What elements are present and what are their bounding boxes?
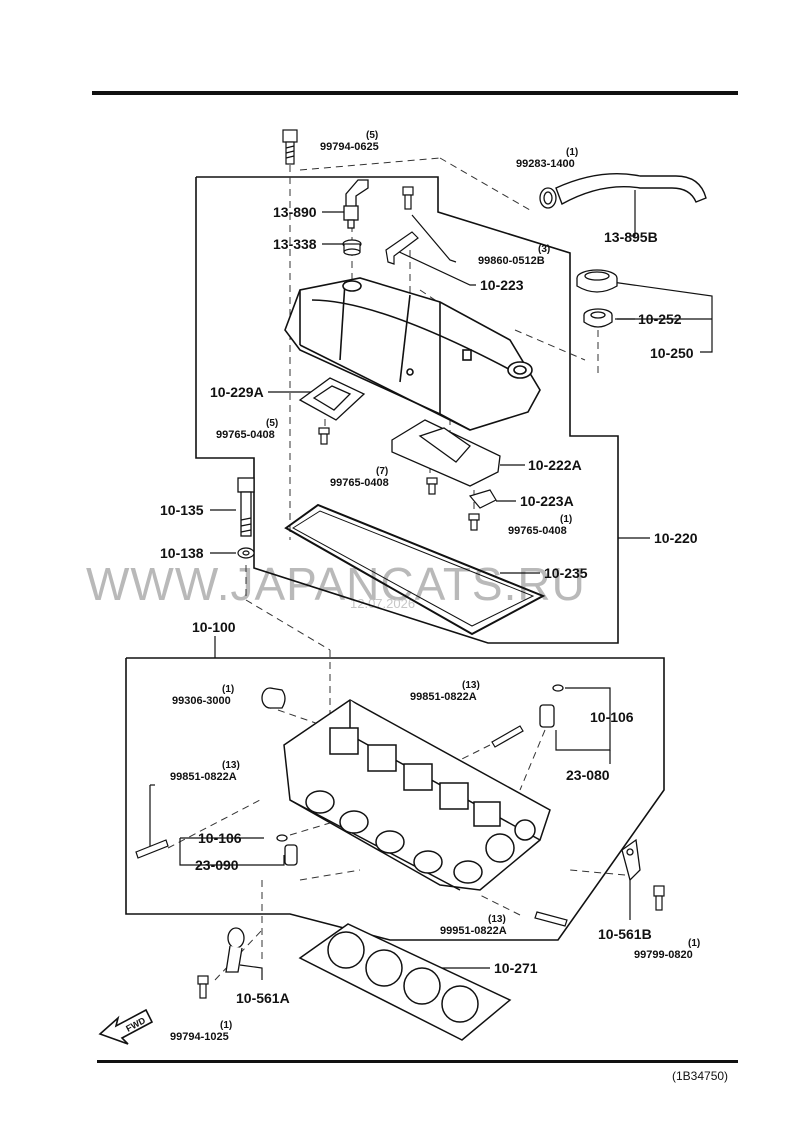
ventilation-hose-icon bbox=[555, 173, 707, 206]
valve-seal-icon bbox=[276, 834, 298, 866]
callout-10-138: 10-138 bbox=[160, 545, 204, 561]
callout-23-080: 23-080 bbox=[566, 767, 610, 783]
callout-10-106-left: 10-106 bbox=[198, 830, 242, 846]
bolt-icon bbox=[282, 129, 298, 165]
callout-10-235: 10-235 bbox=[544, 565, 588, 581]
callout-23-090: 23-090 bbox=[195, 857, 239, 873]
callout-10-561b: 10-561B bbox=[598, 926, 652, 942]
cover-gasket-icon bbox=[284, 503, 546, 636]
qty-99765-0408-b: (7) bbox=[376, 466, 388, 477]
bracket-small-icon bbox=[468, 489, 497, 509]
callout-10-250: 10-250 bbox=[650, 345, 694, 361]
qty-99765-0408-a: (5) bbox=[266, 418, 278, 429]
callout-10-561a: 10-561A bbox=[236, 990, 290, 1006]
qty-99799-0820: (1) bbox=[688, 938, 700, 949]
pn-99794-0625: 99794-0625 bbox=[320, 141, 379, 153]
callout-10-223a: 10-223A bbox=[520, 493, 574, 509]
pn-99799-0820: 99799-0820 bbox=[634, 949, 693, 961]
engine-hanger-a-icon bbox=[225, 927, 245, 973]
top-rule bbox=[92, 91, 738, 95]
pcv-valve-icon bbox=[343, 179, 369, 229]
stud-icon bbox=[135, 839, 169, 859]
pn-99951-0822a: 99951-0822A bbox=[440, 925, 507, 937]
qty-99851-0822a-left: (13) bbox=[222, 760, 240, 771]
baffle-plate-b-icon bbox=[391, 419, 501, 487]
callout-10-222a: 10-222A bbox=[528, 457, 582, 473]
qty-99794-0625: (5) bbox=[366, 130, 378, 141]
bolt-icon bbox=[197, 975, 209, 999]
pn-99851-0822a-left: 99851-0822A bbox=[170, 771, 237, 783]
callout-10-229a: 10-229A bbox=[210, 384, 264, 400]
stud-icon bbox=[491, 725, 524, 748]
qty-99951-0822a: (13) bbox=[488, 914, 506, 925]
plug-icon bbox=[261, 687, 286, 709]
stud-icon bbox=[534, 911, 568, 927]
group-outline-10-100 bbox=[125, 657, 665, 941]
callout-labels: 13-890 13-338 10-223 13-895B 10-252 10-2… bbox=[160, 204, 698, 1006]
grommet-icon bbox=[342, 239, 362, 256]
callout-10-220: 10-220 bbox=[654, 530, 698, 546]
callout-10-100: 10-100 bbox=[192, 619, 236, 635]
head-bolt-icon bbox=[237, 477, 255, 537]
pn-99306-3000: 99306-3000 bbox=[172, 695, 231, 707]
pn-99283-1400: 99283-1400 bbox=[516, 158, 575, 170]
callout-13-890: 13-890 bbox=[273, 204, 317, 220]
callout-10-223: 10-223 bbox=[480, 277, 524, 293]
bolt-icon bbox=[653, 885, 665, 911]
qty-99765-0408-c: (1) bbox=[560, 514, 572, 525]
pn-99765-0408-b: 99765-0408 bbox=[330, 477, 389, 489]
leader-lines bbox=[149, 190, 713, 980]
qty-99306-3000: (1) bbox=[222, 684, 234, 695]
callout-13-895b: 13-895B bbox=[604, 229, 658, 245]
pn-99765-0408-a: 99765-0408 bbox=[216, 429, 275, 441]
pn-99765-0408-c: 99765-0408 bbox=[508, 525, 567, 537]
pn-99851-0822a-top: 99851-0822A bbox=[410, 691, 477, 703]
bottom-rule bbox=[97, 1060, 738, 1063]
oil-cap-gasket-icon bbox=[583, 308, 613, 328]
qty-99283-1400: (1) bbox=[566, 147, 578, 158]
qty-99851-0822a-top: (13) bbox=[462, 680, 480, 691]
diagram-code: (1B34750) bbox=[672, 1069, 728, 1083]
pn-99860-0512b: 99860-0512B bbox=[478, 255, 545, 267]
watermark-stamp: 12.07.2026 bbox=[350, 596, 415, 611]
screw-icon bbox=[402, 186, 414, 210]
group-outline-10-220 bbox=[195, 176, 619, 644]
callout-10-271: 10-271 bbox=[494, 960, 538, 976]
hose-clamp-icon bbox=[539, 187, 557, 209]
head-gasket-icon bbox=[298, 923, 512, 1041]
cylinder-head-cover bbox=[284, 277, 541, 431]
pn-99794-1025: 99794-1025 bbox=[170, 1031, 229, 1043]
engine-hanger-b-icon bbox=[621, 838, 641, 882]
baffle-bracket-icon bbox=[385, 231, 419, 265]
baffle-plate-a-icon bbox=[298, 377, 366, 421]
oil-cap-icon bbox=[576, 269, 618, 293]
callout-10-106-right: 10-106 bbox=[590, 709, 634, 725]
valve-seal-icon bbox=[539, 684, 564, 728]
forward-arrow-icon bbox=[98, 1008, 154, 1045]
callout-10-135: 10-135 bbox=[160, 502, 204, 518]
callout-13-338: 13-338 bbox=[273, 236, 317, 252]
cylinder-head bbox=[283, 699, 551, 891]
screw-icon bbox=[426, 477, 438, 495]
callout-10-252: 10-252 bbox=[638, 311, 682, 327]
washer-icon bbox=[237, 547, 255, 559]
qty-99860-0512b: (3) bbox=[538, 244, 550, 255]
part-number-labels: (5) 99794-0625 (1) 99283-1400 (3) 99860-… bbox=[170, 130, 700, 1043]
qty-99794-1025: (1) bbox=[220, 1020, 232, 1031]
screw-icon bbox=[468, 513, 480, 531]
screw-icon bbox=[318, 427, 330, 445]
